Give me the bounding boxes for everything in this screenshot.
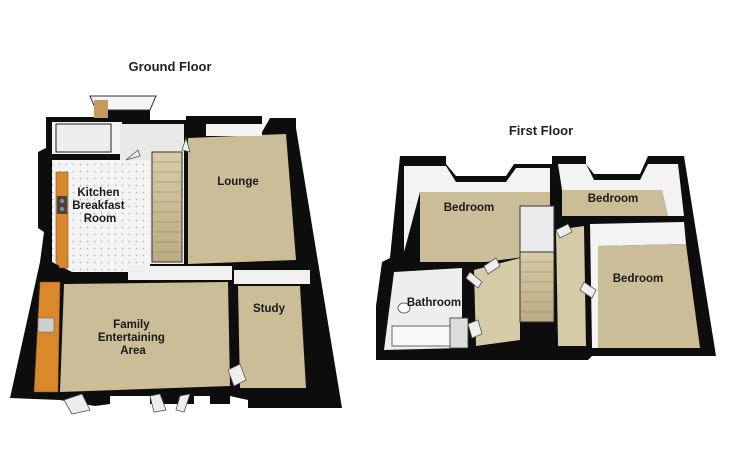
ground-floor: Ground Floor [10,59,342,415]
study-floor [238,286,306,388]
ground-stair-treads [152,161,182,253]
ground-floor-title: Ground Floor [128,59,211,74]
kitchen-label: Kitchen Breakfast Room [72,187,128,225]
lounge-door [181,136,191,153]
bathroom-basin [397,302,411,314]
family-sink [37,317,55,333]
study-door [227,363,247,387]
family-area-label-line: Family [113,319,150,331]
kitchen-floor [52,160,150,272]
bedroom-1-label: Bedroom [444,202,494,214]
kitchen-hob [57,196,67,214]
bedroom-3-door [579,281,597,299]
bathroom-bath [391,325,453,347]
kitchen-worktop [55,171,69,269]
lounge-label: Lounge [217,176,259,188]
hob-ring [59,198,65,204]
bedroom-2-label: Bedroom [588,193,638,205]
family-area-label-line: Area [120,345,146,357]
study-wall-face [234,270,310,284]
bedroom-3-label: Bedroom [613,273,663,285]
study-label: Study [253,303,286,315]
bedroom-1-door [483,257,501,275]
airing-cupboard [449,317,469,349]
porch-step [94,100,108,118]
patio-door-left [63,393,91,415]
lounge-bay [206,124,262,136]
kitchen-label-line: Room [84,213,117,225]
bedroom-1-wall-face [404,166,550,252]
first-stair-treads [520,261,554,313]
bathroom-door [467,319,483,339]
bedroom-2-floor [562,190,668,216]
stair-void [519,205,555,253]
first-floor-title: First Floor [509,123,573,138]
first-floor: First Floor Bedroom [376,123,716,360]
bedroom-3-floor [598,244,700,348]
family-area-label: Family Entertaining Area [98,319,168,357]
family-area-label-line: Entertaining [98,332,165,344]
first-stairs [519,251,555,323]
porch-wc [55,123,112,153]
bathroom-label: Bathroom [407,297,461,309]
bedroom-2-wall-face [558,164,684,216]
landing-floor-east [556,226,586,346]
lounge-floor [188,134,296,264]
patio-door-center-left [149,393,167,413]
family-area-floor [60,282,230,392]
bedroom-2-door [555,223,573,239]
patio-door-center-right [175,393,191,413]
family-area-north-wall [128,266,232,280]
bedroom-1-floor [420,192,550,262]
ground-stairs [151,151,183,263]
kitchen-label-line: Breakfast [72,200,125,212]
hob-ring [59,206,65,212]
kitchen-label-line: Kitchen [77,187,119,199]
landing-door [465,271,483,289]
landing-floor [474,258,520,346]
bedroom-3-wall-face [590,222,686,348]
kitchen-door [125,149,141,161]
family-worktop [33,281,61,393]
